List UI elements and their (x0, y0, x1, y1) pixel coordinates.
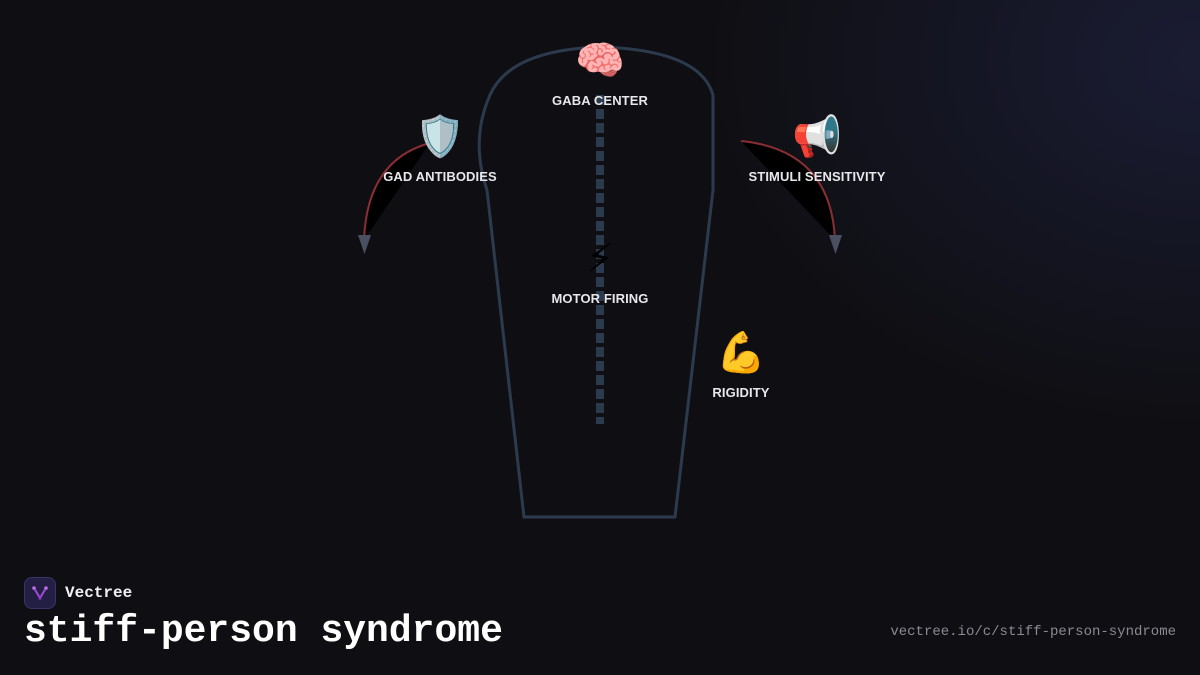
node-gaba-center: 🧠 GABA CENTER (552, 37, 648, 108)
node-motor-firing: ⚡ MOTOR FIRING (551, 235, 648, 306)
node-stimuli-sensitivity: 📢 STIMULI SENSITIVITY (749, 113, 886, 184)
node-label: GAD ANTIBODIES (383, 169, 497, 184)
lightning-icon: ⚡ (585, 236, 615, 282)
node-label: RIGIDITY (712, 385, 770, 400)
brand-name: Vectree (65, 584, 133, 602)
node-label: MOTOR FIRING (551, 291, 649, 306)
page-url[interactable]: vectree.io/c/stiff-person-syndrome (890, 624, 1176, 640)
vectree-logo-icon (24, 577, 56, 609)
page-title: stiff-person syndrome (24, 610, 503, 653)
flexed-biceps-icon: 💪 (716, 330, 766, 376)
left-arc-connector (363, 142, 431, 241)
body-silhouette (477, 45, 715, 519)
brand[interactable]: Vectree (24, 577, 132, 609)
node-rigidity: 💪 RIGIDITY (712, 329, 769, 400)
right-arc-connector (740, 140, 836, 241)
brain-icon: 🧠 (575, 38, 625, 84)
node-label: GABA CENTER (552, 93, 648, 108)
shield-icon: 🛡️ (415, 114, 465, 160)
megaphone-icon: 📢 (792, 114, 842, 160)
right-arc-arrowhead (829, 235, 842, 254)
left-arc-arrowhead (358, 235, 371, 254)
node-gad-antibodies: 🛡️ GAD ANTIBODIES (383, 113, 497, 184)
node-label: STIMULI SENSITIVITY (748, 169, 886, 184)
